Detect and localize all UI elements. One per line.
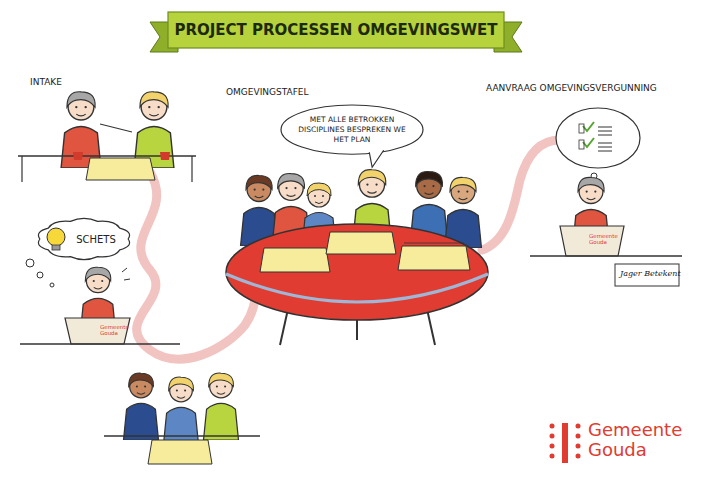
laptop-logo: Gemeente Gouda (589, 233, 621, 245)
bubble-text: SCHETS (76, 233, 116, 246)
title-text: PROJECT PROCESSEN OMGEVINGSWET (174, 21, 497, 39)
speech-bubble: MET ALLE BETROKKEN DISCIPLINES BESPREKEN… (280, 104, 424, 155)
signature: Jager Betekent (620, 269, 681, 278)
scene-heading: INTAKE (30, 77, 62, 87)
laptop-logo: Gemeente Gouda (100, 324, 132, 336)
logo-text: Gemeente Gouda (588, 420, 688, 460)
scene-heading: AANVRAAG OMGEVINGSVERGUNNING (486, 83, 657, 93)
scene-heading: OMGEVINGSTAFEL (226, 87, 309, 97)
thought-bubble: SCHETS (34, 216, 134, 262)
bubble-text: MET ALLE BETROKKEN DISCIPLINES BESPREKEN… (290, 115, 414, 144)
